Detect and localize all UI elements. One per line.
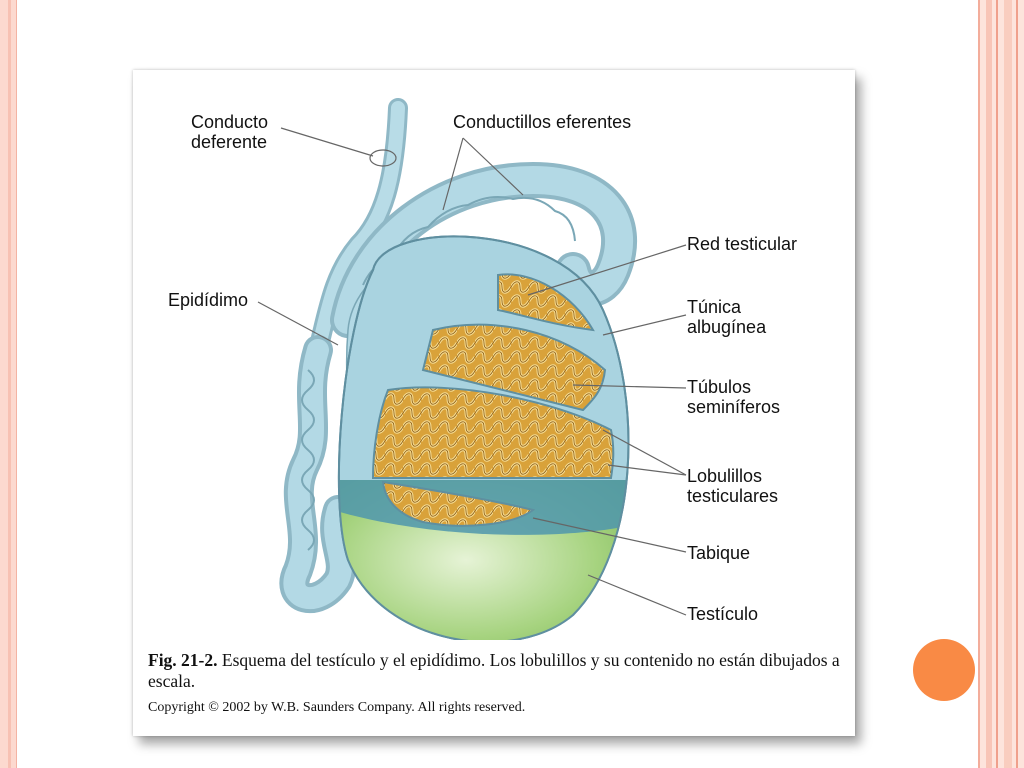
label-lobulillos-line2: testiculares	[687, 486, 779, 506]
slide-stripe	[1016, 0, 1018, 768]
figure-number: Fig. 21-2.	[148, 650, 218, 670]
testis-diagram	[257, 98, 687, 640]
label-tunica-line1: Túnica	[687, 297, 742, 317]
label-conducto-deferente-line1: Conducto	[191, 112, 269, 132]
label-red-testicular: Red testicular	[687, 234, 798, 254]
slide-stripe	[1004, 0, 1012, 768]
label-epididimo: Epidídimo	[168, 290, 249, 310]
label-lobulillos-line1: Lobulillos	[687, 466, 763, 486]
slide-stripe	[986, 0, 992, 768]
label-tubulos-line2: seminíferos	[687, 397, 781, 417]
caption-text: Esquema del testículo y el epidídimo. Lo…	[148, 650, 840, 691]
figure-caption: Fig. 21-2. Esquema del testículo y el ep…	[148, 650, 840, 692]
figure-card: Conducto deferente Conductillos eferente…	[133, 70, 855, 736]
slide-stripe	[996, 0, 998, 768]
label-tabique: Tabique	[687, 543, 751, 563]
label-testiculo: Testículo	[687, 604, 759, 624]
decorative-orange-circle	[913, 639, 975, 701]
slide-border-left-stripe	[8, 0, 11, 768]
label-tubulos-line1: Túbulos	[687, 377, 752, 397]
label-conducto-deferente-line2: deferente	[191, 132, 268, 152]
slide-stripe	[978, 0, 980, 768]
copyright-notice: Copyright © 2002 by W.B. Saunders Compan…	[148, 700, 526, 715]
label-conductillos-eferentes: Conductillos eferentes	[453, 112, 632, 132]
label-tunica-line2: albugínea	[687, 317, 767, 337]
